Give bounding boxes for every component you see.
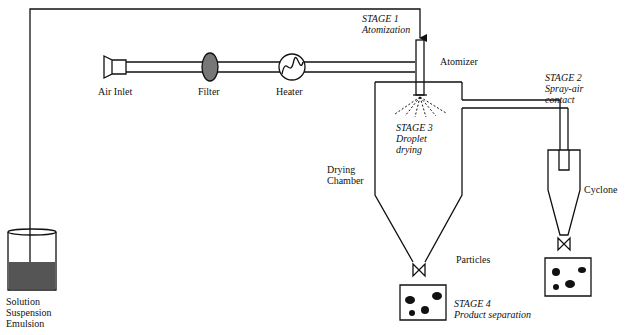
part-label: Filter [198,86,220,97]
part-label: Particles [456,254,490,265]
air-duct [126,62,415,72]
stage-name: Droplet drying [396,133,427,155]
atomizer [416,40,424,95]
part-label: Solution Suspension Emulsion [6,296,52,329]
cyclone-duct [462,100,568,150]
part-label: Atomizer [440,56,478,67]
air-inlet [104,56,126,78]
drying-chamber [375,82,462,262]
part-label: Cyclone [584,184,617,195]
stage-label: STAGE 1 [362,13,399,24]
heater [279,54,305,80]
part-label: Heater [276,86,303,97]
particles-dots [405,267,586,316]
spray [395,97,446,117]
stage-label: STAGE 2 [545,72,582,83]
cyclone [548,150,580,235]
stage-name: Spray-air contact [545,83,607,105]
filter [202,53,218,81]
cyclone-collector [545,258,591,296]
valve [413,264,425,276]
stage-name: Product separation [454,309,531,320]
particle-collector [400,285,446,320]
part-label: Drying Chamber [327,164,364,186]
feed-line [30,9,420,262]
part-label: Air Inlet [98,86,132,97]
feed-tank [8,232,56,290]
stage-label: STAGE 4 [454,298,491,309]
stage-label: STAGE 3 [396,122,433,133]
stage-name: Atomization [362,24,410,35]
